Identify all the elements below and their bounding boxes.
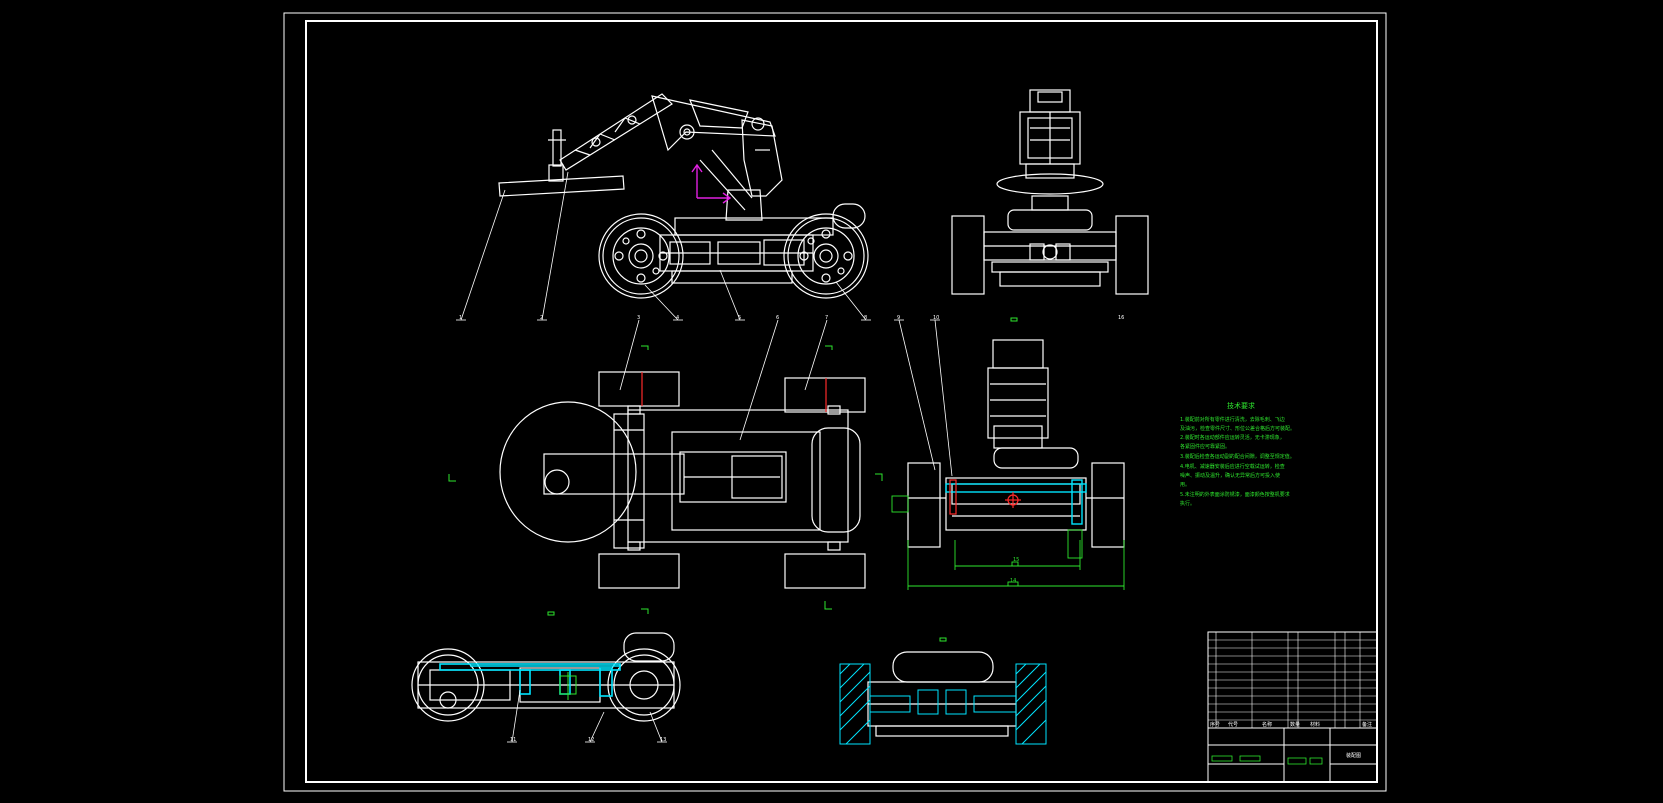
header-no: 序号 [1210,721,1220,728]
balloon-2: 2 [540,315,543,321]
side-view-leaders [456,171,871,321]
annotation-markers [448,317,1018,642]
tech-note-line: 执行。 [1180,500,1195,507]
balloon-15: 15 [1013,557,1019,563]
balloon-4: 4 [676,315,679,321]
balloon-5: 5 [738,315,741,321]
right-section-leaders [894,319,953,477]
tech-notes-title: 技术要求 [1227,401,1255,410]
ucs-axis-icon [691,163,732,204]
tech-note-line: 1.装配前对所有零件进行清洗，去除毛刺、飞边 [1180,416,1285,423]
tech-note-line: 4.电机、减速器安装后应进行空载试运转，检查 [1180,463,1285,470]
tech-note-line: 及油污，检查零件尺寸、形位公差合格后方可装配。 [1180,425,1295,432]
right-section-red [949,479,1021,515]
tech-note-line: 各紧固件应可靠紧固。 [1180,443,1230,450]
header-name: 名称 [1262,721,1272,728]
header-material: 材料 [1310,721,1320,728]
top-view-leaders [619,319,828,441]
wheel-section-view[interactable] [867,651,1017,737]
tech-note-line: 2.装配时各运动部件应运转灵活，无卡滞现象， [1180,434,1285,441]
balloon-10: 10 [933,315,939,321]
balloon-12: 12 [588,737,594,743]
balloon-11: 11 [510,737,516,743]
bottom-section-green [559,672,577,700]
tech-note-line: 用。 [1180,482,1190,488]
drawing-title: 装配图 [1346,752,1361,759]
header-remark: 备注 [1362,721,1372,728]
side-view[interactable] [498,93,869,299]
sheet-border [283,12,1387,792]
header-qty: 数量 [1290,721,1300,728]
top-view[interactable] [499,371,866,589]
top-view-axis-marks [641,372,827,412]
wheel-section-hatch [839,663,1047,745]
balloon-8: 8 [864,315,867,321]
technical-requirements: 技术要求 1.装配前对所有零件进行清洗，去除毛刺、飞边 及油污，检查零件尺寸、形… [1180,401,1295,507]
part-balloons: 1 2 3 4 5 6 7 8 9 10 11 12 13 14 15 16 [459,315,1124,743]
balloon-9: 9 [897,315,900,321]
bottom-section-leaders [507,689,667,743]
balloon-16: 16 [1118,315,1124,321]
right-section-dims [891,495,1125,590]
balloon-13: 13 [660,737,666,743]
tech-note-line: 噪声、振动及温升，确认无异常后方可投入使 [1180,472,1280,479]
tech-note-line: 3.装配后检查各运动副的配合间隙，调整至规定值。 [1180,453,1295,460]
title-block[interactable] [1207,631,1378,783]
bottom-section-cyan [439,663,621,697]
balloon-14: 14 [1010,578,1016,584]
bottom-section-view[interactable] [411,632,681,722]
tech-note-line: 5.未注明的外表面涂防锈漆，面漆颜色按整机要求 [1180,491,1290,498]
right-section-cyan [945,479,1087,525]
front-view[interactable] [951,89,1149,295]
balloon-1: 1 [459,315,462,321]
balloon-3: 3 [637,315,640,321]
header-code: 代号 [1228,721,1238,728]
title-block-green [1211,755,1323,765]
balloon-6: 6 [776,315,779,321]
parts-list-grid [1208,632,1377,728]
balloon-7: 7 [825,315,828,321]
title-block-text: 序号 代号 名称 数量 材料 备注 装配图 [1210,721,1372,759]
